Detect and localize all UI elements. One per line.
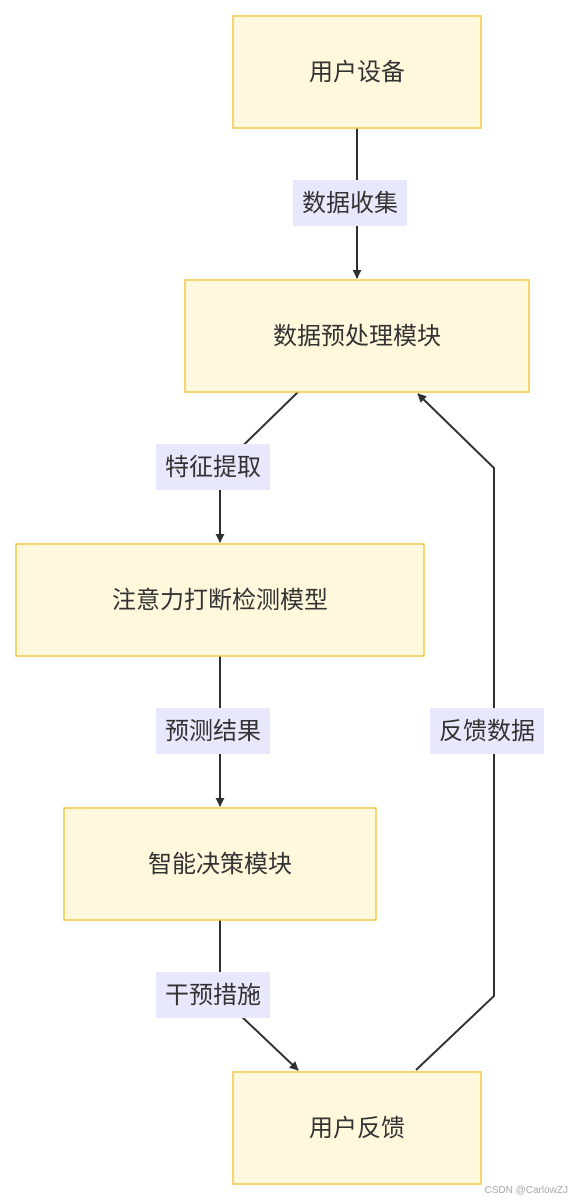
node-decision: 智能决策模块 (63, 807, 377, 921)
edge-label-feedback-data-text: 反馈数据 (439, 717, 535, 745)
node-decision-label: 智能决策模块 (148, 850, 292, 878)
node-user-device: 用户设备 (232, 15, 482, 129)
watermark: CSDN @CarlowZJ (484, 1185, 569, 1196)
node-preprocess: 数据预处理模块 (184, 279, 530, 393)
edge-label-prediction-result-text: 预测结果 (165, 717, 261, 745)
edge-label-data-collection: 数据收集 (293, 180, 407, 226)
edge-label-feature-extraction: 特征提取 (156, 444, 270, 490)
node-preprocess-label: 数据预处理模块 (273, 322, 441, 350)
edge-label-feedback-data: 反馈数据 (430, 708, 544, 754)
edge-label-intervention-text: 干预措施 (165, 981, 261, 1009)
edge-label-prediction-result: 预测结果 (156, 708, 270, 754)
node-model: 注意力打断检测模型 (15, 543, 425, 657)
node-user-device-label: 用户设备 (309, 58, 405, 86)
node-model-label: 注意力打断检测模型 (112, 586, 328, 614)
node-feedback-label: 用户反馈 (309, 1114, 405, 1142)
node-feedback: 用户反馈 (232, 1071, 482, 1185)
edge-label-feature-extraction-text: 特征提取 (165, 453, 261, 481)
edge-label-intervention: 干预措施 (156, 972, 270, 1018)
edge-label-data-collection-text: 数据收集 (302, 189, 398, 217)
